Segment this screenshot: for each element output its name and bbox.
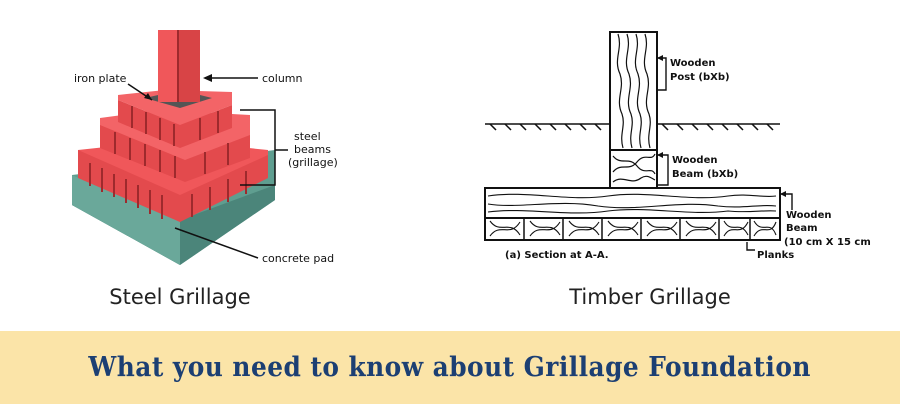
label-iron-plate: iron plate [74,72,127,85]
wooden-beam-long [484,187,781,219]
label-planks: Planks [757,250,794,261]
timber-grillage-caption: Timber Grillage [569,285,731,309]
ground-line [485,123,780,131]
steel-grillage-diagram: iron plate column steel beams (grillage)… [72,30,338,265]
title-banner: What you need to know about Grillage Fou… [0,331,900,404]
planks-row [484,217,781,241]
steel-grillage-caption: Steel Grillage [109,285,251,309]
label-wooden-post-1: Wooden [670,58,715,69]
label-long-beam-1: Wooden [786,210,831,221]
wooden-post [609,31,658,151]
label-column: column [262,72,303,85]
banner-title: What you need to know about Grillage Fou… [88,352,812,383]
label-steel-beams-1: steel [294,130,321,143]
label-wooden-post-2: Post (bXb) [670,72,730,83]
label-wooden-beam-1: Wooden [672,155,717,166]
label-steel-beams-3: (grillage) [288,156,338,169]
label-section: (a) Section at A-A. [505,250,609,261]
label-long-beam-2: Beam [786,223,818,234]
label-wooden-beam-2: Beam (bXb) [672,169,738,180]
label-steel-beams-2: beams [294,143,331,156]
label-concrete-pad: concrete pad [262,252,334,265]
steel-grillage-panel: iron plate column steel beams (grillage)… [0,0,450,330]
wooden-beam-small [609,149,658,189]
steel-column [158,30,200,102]
timber-grillage-panel: Wooden Post (bXb) Wooden Beam (bXb) Wood… [450,0,900,330]
timber-grillage-diagram: Wooden Post (bXb) Wooden Beam (bXb) Wood… [484,31,871,261]
label-long-beam-3: (10 cm X 15 cm [784,237,871,248]
